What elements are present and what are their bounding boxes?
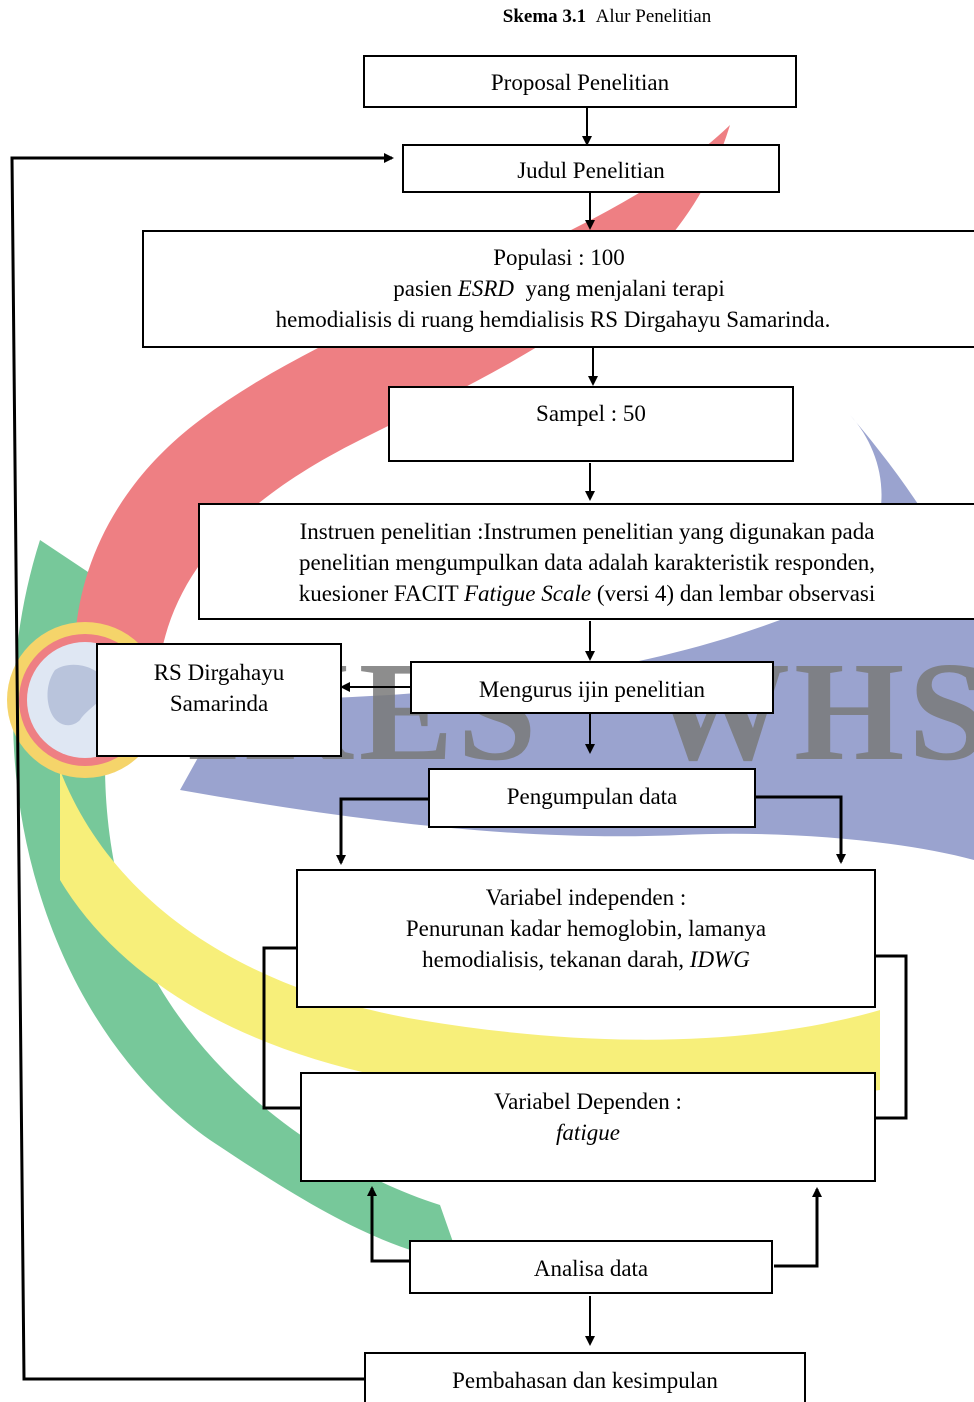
- dependen-line-1: Variabel Dependen :: [494, 1089, 682, 1114]
- link-independen-dependen-right: [876, 954, 908, 1120]
- caption-title: Alur Penelitian: [595, 6, 712, 27]
- instrumen-line-3-a: kuesioner FACIT: [298, 581, 464, 606]
- instrumen-line-1: Instruen penelitian :Instrumen penelitia…: [299, 519, 875, 544]
- box-judul: Judul Penelitian: [402, 144, 780, 193]
- box-ijin-text: Mengurus ijin penelitian: [478, 677, 706, 702]
- instrumen-line-3: kuesioner FACIT Fatigue Scale (versi 4) …: [200, 578, 974, 609]
- instrumen-line-3-b: (versi 4) dan lembar observasi: [591, 581, 876, 606]
- box-variabel-independen: Variabel independen : Penurunan kadar he…: [296, 869, 876, 1008]
- box-proposal-text: Proposal Penelitian: [490, 70, 670, 95]
- populasi-line-2: pasien ESRD yang menjalani terapi: [144, 273, 974, 304]
- box-pengumpulan: Pengumpulan data: [428, 768, 756, 828]
- arrow-analisa-to-dependen-left: [367, 1186, 409, 1263]
- arrow-analisa-to-dependen-right: [774, 1187, 822, 1268]
- populasi-line-2-em: ESRD: [457, 276, 514, 301]
- box-sampel: Sampel : 50: [388, 386, 794, 462]
- populasi-line-2-b: yang menjalani terapi: [513, 276, 725, 301]
- box-pembahasan-text: Pembahasan dan kesimpulan: [452, 1368, 718, 1393]
- box-populasi: Populasi : 100 pasien ESRD yang menjalan…: [142, 230, 974, 348]
- populasi-line-3: hemodialisis di ruang hemdialisis RS Dir…: [275, 307, 831, 332]
- box-sampel-text: Sampel : 50: [536, 401, 646, 426]
- independen-line-3-em: IDWG: [689, 947, 750, 972]
- instrumen-line-2: penelitian mengumpulkan data adalah kara…: [298, 550, 876, 575]
- independen-line-1: Variabel independen :: [485, 885, 687, 910]
- populasi-line-2-a: pasien: [393, 276, 458, 301]
- box-judul-text: Judul Penelitian: [517, 158, 665, 183]
- box-instrumen: Instruen penelitian :Instrumen penelitia…: [198, 503, 974, 620]
- independen-line-3: hemodialisis, tekanan darah, IDWG: [298, 944, 874, 975]
- rs-line-1: RS Dirgahayu: [153, 660, 285, 685]
- box-rs-dirgahayu: RS Dirgahayu Samarinda: [96, 643, 342, 757]
- dependen-line-2-em: fatigue: [556, 1120, 620, 1145]
- box-pengumpulan-text: Pengumpulan data: [506, 784, 678, 809]
- arrow-pengumpulan-to-independen-right: [755, 795, 846, 864]
- figure-caption: Skema 3.1 Alur Penelitian: [0, 6, 974, 28]
- independen-line-2: Penurunan kadar hemoglobin, lamanya: [405, 916, 767, 941]
- caption-label: Skema 3.1: [502, 6, 587, 27]
- logo-globe-land: [47, 664, 106, 726]
- box-pembahasan: Pembahasan dan kesimpulan: [364, 1352, 806, 1402]
- dependen-line-2: fatigue: [302, 1117, 874, 1148]
- feedback-loop-line: [10, 153, 394, 1381]
- box-proposal: Proposal Penelitian: [363, 55, 797, 108]
- box-analisa: Analisa data: [409, 1240, 773, 1294]
- box-variabel-dependen: Variabel Dependen : fatigue: [300, 1072, 876, 1182]
- arrow-pengumpulan-to-independen-left: [336, 797, 428, 865]
- instrumen-line-3-em: Fatigue Scale: [463, 581, 592, 606]
- logo-blue-swoosh: [180, 415, 974, 860]
- link-independen-dependen-left: [262, 946, 300, 1110]
- rs-line-2: Samarinda: [169, 691, 269, 716]
- populasi-line-1: Populasi : 100: [493, 245, 625, 270]
- box-ijin: Mengurus ijin penelitian: [410, 661, 774, 714]
- independen-line-3-a: hemodialisis, tekanan darah,: [422, 947, 690, 972]
- box-analisa-text: Analisa data: [533, 1256, 649, 1281]
